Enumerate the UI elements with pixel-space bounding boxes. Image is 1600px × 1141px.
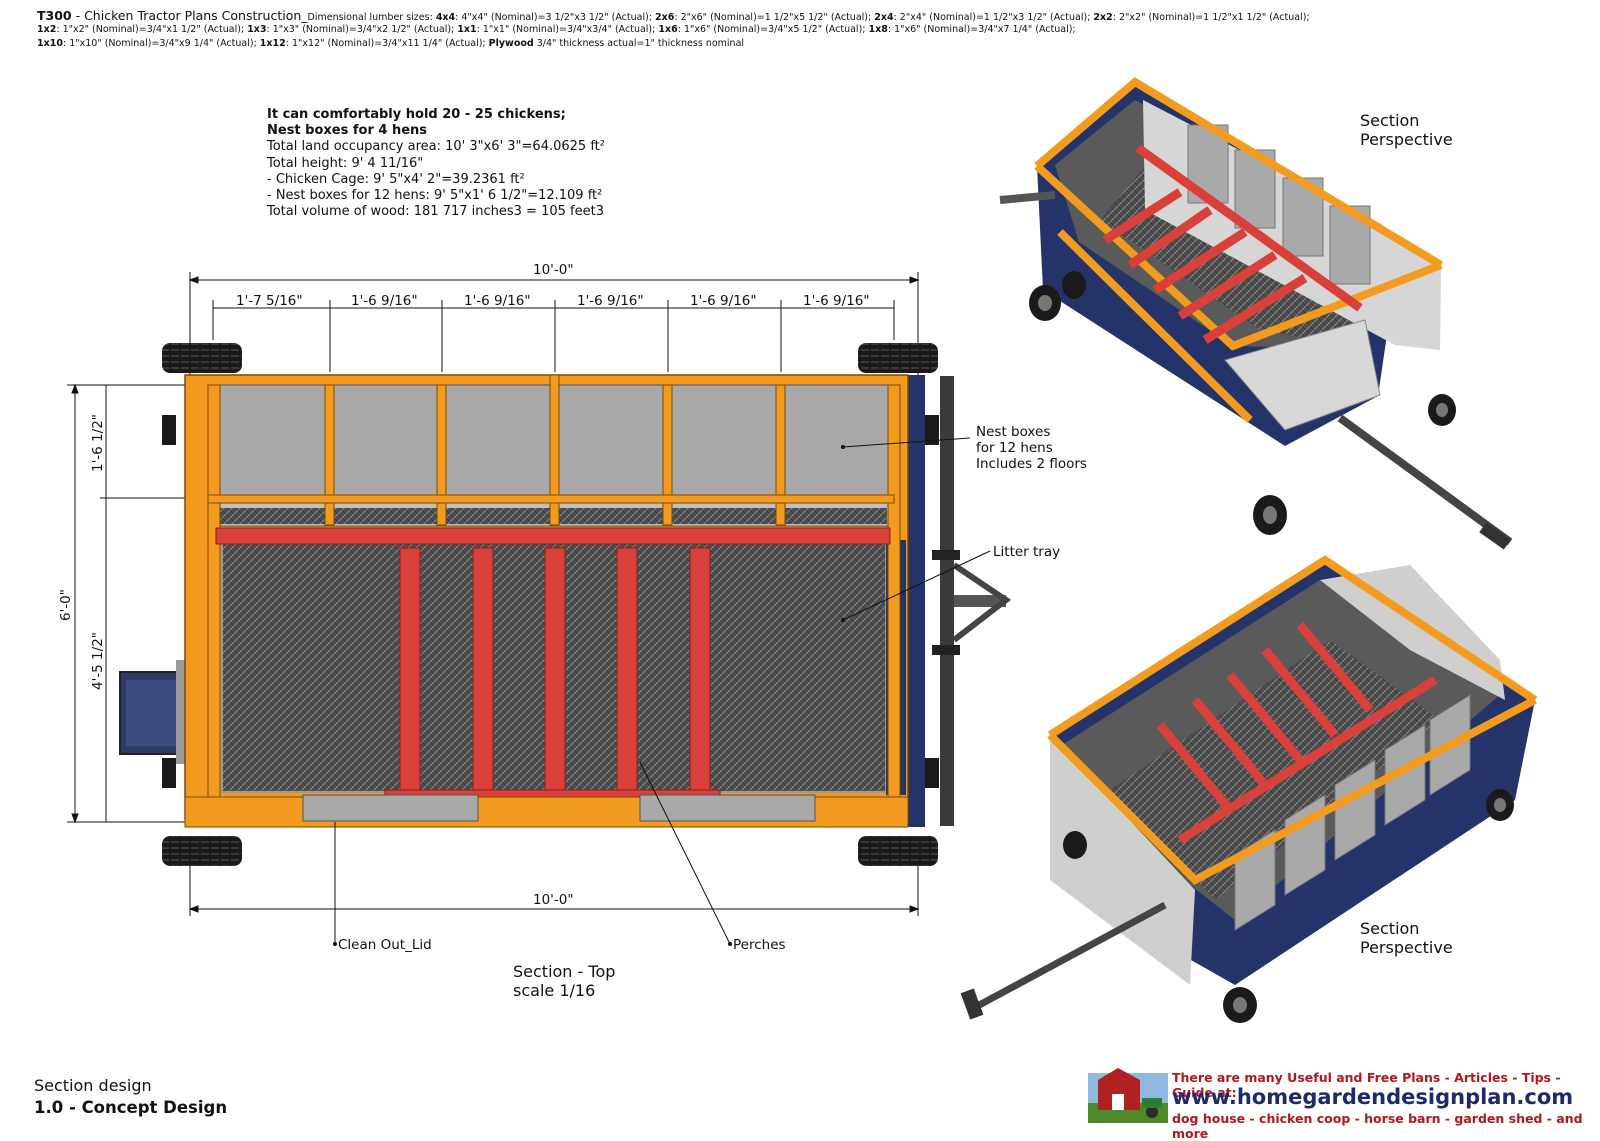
spec-wood-volume: Total volume of wood: 181 717 inches3 = …	[267, 204, 604, 220]
perspective-label-line: Section	[1360, 111, 1420, 130]
plan-code: T300	[37, 8, 72, 23]
dim-segments	[212, 300, 895, 372]
callout-perches: Perches	[733, 937, 786, 953]
perspective-label-line: Section	[1360, 919, 1420, 938]
tow-bar	[932, 376, 1012, 826]
lumber-spec: : 1"x2" (Nominal)=3/4"x1 1/2" (Actual);	[56, 24, 248, 35]
wheel-icon	[162, 343, 242, 373]
lumber-spec: : 1"x12" (Nominal)=3/4"x11 1/4" (Actual)…	[285, 38, 489, 49]
site-logo	[1088, 1068, 1168, 1123]
header-line-2: 1x2: 1"x2" (Nominal)=3/4"x1 1/2" (Actual…	[37, 23, 1582, 37]
dim-left	[67, 383, 185, 824]
lumber-spec: : 1"x6" (Nominal)=3/4"x5 1/2" (Actual);	[677, 24, 869, 35]
ad-url[interactable]: www.homegardendesignplan.com	[1172, 1085, 1574, 1109]
wheel-icon	[925, 415, 939, 445]
dim-segment-label: 1'-6 9/16"	[351, 293, 418, 309]
dim-segment-label: 1'-7 5/16"	[236, 293, 303, 309]
wheel-icon	[925, 758, 939, 788]
callout-nest-boxes: Nest boxes for 12 hens Includes 2 floors	[976, 424, 1087, 472]
dim-top-total-label: 10'-0"	[533, 262, 574, 278]
dim-segment-label: 1'-6 9/16"	[464, 293, 531, 309]
dim-segment-label: 1'-6 9/16"	[690, 293, 757, 309]
spec-cage: - Chicken Cage: 9' 5"x4' 2"=39.2361 ft²	[267, 171, 525, 187]
header-line-1: T300 - Chicken Tractor Plans Constructio…	[37, 9, 1582, 25]
spec-capacity: It can comfortably hold 20 - 25 chickens…	[267, 107, 566, 122]
lumber-name: 1x6	[658, 24, 678, 35]
perspective-label-2: Section Perspective	[1360, 919, 1453, 957]
dim-left-top-label: 1'-6 1/2"	[90, 414, 106, 472]
plan-title: - Chicken Tractor Plans Construction_	[71, 8, 308, 23]
dim-segment-label: 1'-6 9/16"	[577, 293, 644, 309]
leader-lines	[333, 437, 991, 946]
wheel-icon	[162, 415, 176, 445]
perspective-label-1: Section Perspective	[1360, 111, 1453, 149]
perspective-view-1	[999, 77, 1513, 550]
section-title: Section - Top	[513, 962, 616, 981]
lumber-name: 2x2	[1093, 12, 1113, 23]
lumber-name: 4x4	[435, 12, 456, 23]
wheel-icon	[162, 758, 176, 788]
nest-dividers	[207, 374, 901, 826]
lumber-name: 2x4	[874, 12, 894, 23]
lumber-spec: : 2"x2" (Nominal)=1 1/2"x1 1/2" (Actual)…	[1112, 12, 1310, 23]
lumber-note: Dimensional lumber sizes:	[307, 12, 436, 23]
wheel-icon	[858, 343, 938, 373]
lumber-name: 1x8	[868, 24, 888, 35]
dim-top-total	[188, 272, 920, 380]
perspective-label-line: Perspective	[1360, 130, 1453, 149]
wheel-icon	[858, 836, 938, 866]
callout-line: Nest boxes	[976, 424, 1051, 440]
lumber-name: 1x10	[37, 38, 63, 49]
section-scale: scale 1/16	[513, 981, 596, 1000]
ad-items: dog house - chicken coop - horse barn - …	[1172, 1111, 1583, 1141]
perches	[215, 527, 891, 799]
lumber-spec: : 2"x6" (Nominal)=1 1/2"x5 1/2" (Actual)…	[674, 12, 875, 23]
callout-line: Includes 2 floors	[976, 456, 1087, 472]
lumber-spec: : 1"x1" (Nominal)=3/4"x3/4" (Actual);	[476, 24, 659, 35]
ad-tagline: There are many Useful and Free Plans - A…	[1172, 1070, 1561, 1100]
spec-nest-boxes: - Nest boxes for 12 hens: 9' 5"x1' 6 1/2…	[267, 188, 603, 204]
perspective-view-2	[960, 555, 1538, 1023]
lumber-name: 1x12	[259, 38, 286, 49]
lumber-name: 2x6	[655, 12, 675, 23]
dim-segment-label: 1'-6 9/16"	[803, 293, 870, 309]
spec-nest-hens: Nest boxes for 4 hens	[267, 123, 428, 139]
footer-section-label: Section design	[34, 1076, 152, 1095]
lumber-spec: : 1"x3" (Nominal)=3/4"x2 1/2" (Actual);	[266, 24, 458, 35]
spec-land-area: Total land occupancy area: 10' 3"x6' 3"=…	[267, 139, 605, 155]
lumber-name: 1x2	[37, 24, 57, 35]
dim-left-bottom-label: 4'-5 1/2"	[90, 632, 106, 690]
perspective-label-line: Perspective	[1360, 938, 1453, 957]
lumber-spec: 3/4" thickness actual=1" thickness nomin…	[533, 38, 745, 49]
clean-out-lid	[639, 794, 816, 822]
header-line-3: 1x10: 1"x10" (Nominal)=3/4"x9 1/4" (Actu…	[37, 37, 1582, 51]
clean-out-lid	[302, 794, 479, 822]
lumber-spec: : 2"x4" (Nominal)=1 1/2"x3 1/2" (Actual)…	[893, 12, 1094, 23]
lumber-spec: : 4"x4" (Nominal)=3 1/2"x3 1/2" (Actual)…	[455, 12, 656, 23]
spec-height: Total height: 9' 4 11/16"	[267, 155, 424, 171]
lumber-spec: : 1"x6" (Nominal)=3/4"x7 1/4" (Actual);	[887, 24, 1076, 35]
dim-bottom-total	[188, 840, 920, 916]
footer-concept: 1.0 - Concept Design	[34, 1098, 228, 1117]
callout-line: for 12 hens	[976, 440, 1053, 456]
lumber-name: Plywood	[488, 38, 534, 49]
wheel-icon	[162, 836, 242, 866]
lumber-name: 1x3	[247, 24, 267, 35]
dim-bottom-total-label: 10'-0"	[533, 892, 574, 908]
section-top-title: Section - Top scale 1/16	[513, 962, 615, 1000]
specs-block: It can comfortably hold 20 - 25 chickens…	[267, 107, 605, 220]
callout-clean-out: Clean Out_Lid	[338, 937, 432, 953]
callout-litter-tray: Litter tray	[993, 544, 1061, 560]
lumber-spec: : 1"x10" (Nominal)=3/4"x9 1/4" (Actual);	[62, 38, 260, 49]
lumber-name: 1x1	[457, 24, 477, 35]
dim-left-total-label: 6'-0"	[58, 589, 74, 621]
